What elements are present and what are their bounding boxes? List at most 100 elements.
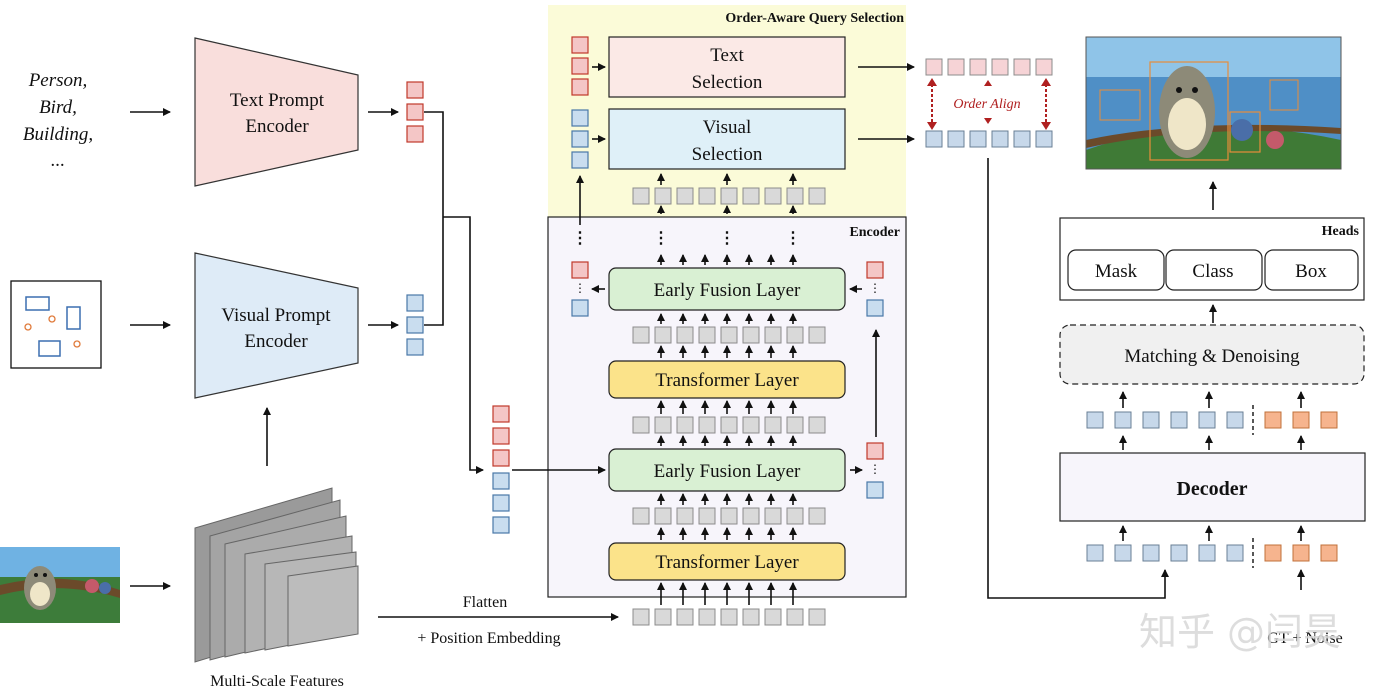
feature-token — [676, 507, 694, 525]
visual-query — [1035, 130, 1053, 148]
connector-text-tokens — [424, 111, 444, 217]
feature-token — [720, 608, 738, 626]
decoder-input-query — [1198, 544, 1216, 562]
feature-token — [720, 416, 738, 434]
fusion-visual-out — [866, 481, 884, 499]
denoise-input-query — [1320, 544, 1338, 562]
fused-visual-token — [492, 472, 510, 490]
selection-visual-token — [571, 151, 589, 169]
denoise-input-query — [1264, 544, 1282, 562]
ellipsis: ⋮ — [574, 281, 586, 295]
text-token — [406, 103, 424, 121]
text-selection-label: Selection — [692, 72, 763, 93]
decoder-input-query — [1142, 544, 1160, 562]
text-prompt-line: Bird, — [39, 97, 77, 118]
decoder-input-query — [1114, 544, 1132, 562]
feature-token — [786, 608, 804, 626]
flatten-label: Flatten — [463, 594, 507, 611]
decoder-query — [1198, 411, 1216, 429]
feature-token — [654, 187, 672, 205]
decoder-label: Decoder — [1176, 478, 1247, 500]
early-fusion-layer-1 — [608, 448, 846, 492]
decoder-token-rows — [1086, 391, 1338, 568]
decoder-query — [1086, 411, 1104, 429]
decoder-input-query — [1086, 544, 1104, 562]
visual-query — [969, 130, 987, 148]
feature-token — [742, 507, 760, 525]
feature-token — [808, 507, 826, 525]
feature-stack-icon — [194, 487, 359, 663]
decoder-input-query — [1170, 544, 1188, 562]
transformer-layer-label: Transformer Layer — [655, 370, 799, 391]
selection-visual-token — [571, 109, 589, 127]
text-query — [1035, 58, 1053, 76]
feature-token — [654, 416, 672, 434]
selection-text-token — [571, 36, 589, 54]
feature-token — [764, 507, 782, 525]
fused-text-token — [492, 405, 510, 423]
text-prompt-line: Building, — [23, 124, 93, 145]
feature-token — [808, 608, 826, 626]
feature-token — [654, 326, 672, 344]
decoder-input-query — [1226, 544, 1244, 562]
visual-prompt-encoder-label: Visual Prompt — [221, 305, 331, 326]
order-align-label: Order Align — [953, 97, 1020, 112]
mask-head — [1067, 249, 1165, 291]
denoise-query — [1320, 411, 1338, 429]
text-prompt-line: Person, — [28, 70, 88, 91]
fused-text-token — [492, 427, 510, 445]
feature-token — [698, 416, 716, 434]
denoise-query — [1264, 411, 1282, 429]
text-prompt-encoder-label: Text Prompt — [230, 90, 325, 111]
visual-token — [406, 316, 424, 334]
text-prompt-encoder-shape — [194, 37, 359, 187]
text-prompt-encoder-label: Encoder — [245, 116, 309, 137]
text-token — [406, 125, 424, 143]
feature-token — [632, 416, 650, 434]
feature-token — [676, 416, 694, 434]
decoder-query — [1142, 411, 1160, 429]
connector-queries-to-decoder — [987, 158, 1169, 599]
ellipsis: ⋮ — [719, 230, 735, 247]
selection-visual-token — [571, 130, 589, 148]
heads-title: Heads — [1322, 224, 1360, 239]
feature-token — [742, 416, 760, 434]
decoder-query — [1226, 411, 1244, 429]
totoro-image — [0, 547, 120, 623]
ellipsis: ⋮ — [572, 230, 588, 247]
connector-merge — [443, 216, 484, 474]
fused-text-token — [492, 449, 510, 467]
watermark: 知乎 @闫昊 — [1139, 610, 1341, 654]
fusion-text-in — [866, 261, 884, 279]
feature-token — [676, 608, 694, 626]
mask-head-label: Mask — [1095, 261, 1138, 282]
feature-token — [808, 326, 826, 344]
feature-token — [676, 187, 694, 205]
left-visual-token — [571, 299, 589, 317]
feature-token — [698, 507, 716, 525]
feature-token — [654, 507, 672, 525]
text-selection-box — [608, 36, 846, 98]
denoise-query — [1292, 411, 1310, 429]
matching-denoising-box — [1059, 324, 1365, 385]
visual-token — [406, 294, 424, 312]
query-rows — [925, 58, 1053, 148]
selection-text-token — [571, 78, 589, 96]
feature-token — [808, 187, 826, 205]
feature-token — [654, 608, 672, 626]
visual-query — [925, 130, 943, 148]
feature-token — [786, 326, 804, 344]
result-image — [1085, 36, 1342, 170]
text-selection-label: Text — [710, 45, 744, 66]
feature-token — [698, 187, 716, 205]
visual-selection-box — [608, 108, 846, 170]
early-fusion-layer-label: Early Fusion Layer — [654, 280, 801, 301]
visual-query — [1013, 130, 1031, 148]
transformer-layer-2 — [608, 360, 846, 399]
text-query — [991, 58, 1009, 76]
connector-visual-tokens — [424, 217, 444, 326]
denoise-input-query — [1292, 544, 1310, 562]
visual-token — [406, 338, 424, 356]
text-query — [1013, 58, 1031, 76]
